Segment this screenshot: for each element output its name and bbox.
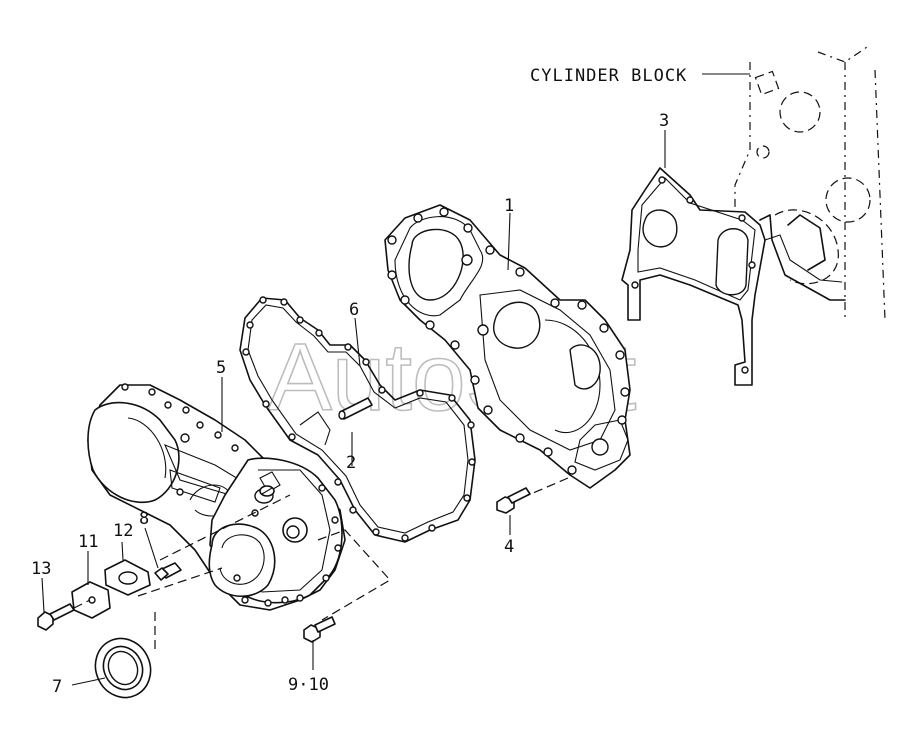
part-3-plate [621, 167, 766, 386]
part-9-10-guide-line [317, 529, 391, 621]
cylinder-block-outline [734, 44, 886, 321]
part-4-bolt [496, 487, 531, 514]
part-1-timing-case [384, 204, 631, 489]
leader-lines [41, 130, 666, 686]
part-8-guide-line [159, 494, 291, 561]
callout-5: 5 [216, 358, 226, 378]
part-12-guide-line [137, 567, 223, 597]
part-5-front-cover [87, 383, 346, 611]
callout-3: 3 [659, 111, 669, 131]
part-13-bolt [37, 603, 75, 631]
callout-12: 12 [113, 521, 133, 541]
callout-7: 7 [52, 677, 62, 697]
callout-9-10: 9·10 [288, 675, 329, 695]
part-12-gasket [104, 559, 151, 596]
callout-8: 8 [139, 509, 149, 529]
callout-4: 4 [504, 537, 514, 557]
part-13-guide-line [73, 599, 91, 609]
callout-2: 2 [346, 453, 356, 473]
callout-11: 11 [78, 532, 98, 552]
part-9-10-bolt [303, 616, 336, 643]
callout-6: 6 [349, 300, 359, 320]
part-6-gasket [239, 296, 476, 543]
part-11-plate [71, 581, 111, 619]
part-8-screw [154, 562, 182, 581]
part-7-oil-seal [94, 637, 152, 699]
cylinder-block-label: CYLINDER BLOCK [530, 66, 687, 86]
part-2-dowel-pin [338, 397, 373, 420]
callout-1: 1 [504, 196, 514, 216]
callout-13: 13 [31, 559, 51, 579]
